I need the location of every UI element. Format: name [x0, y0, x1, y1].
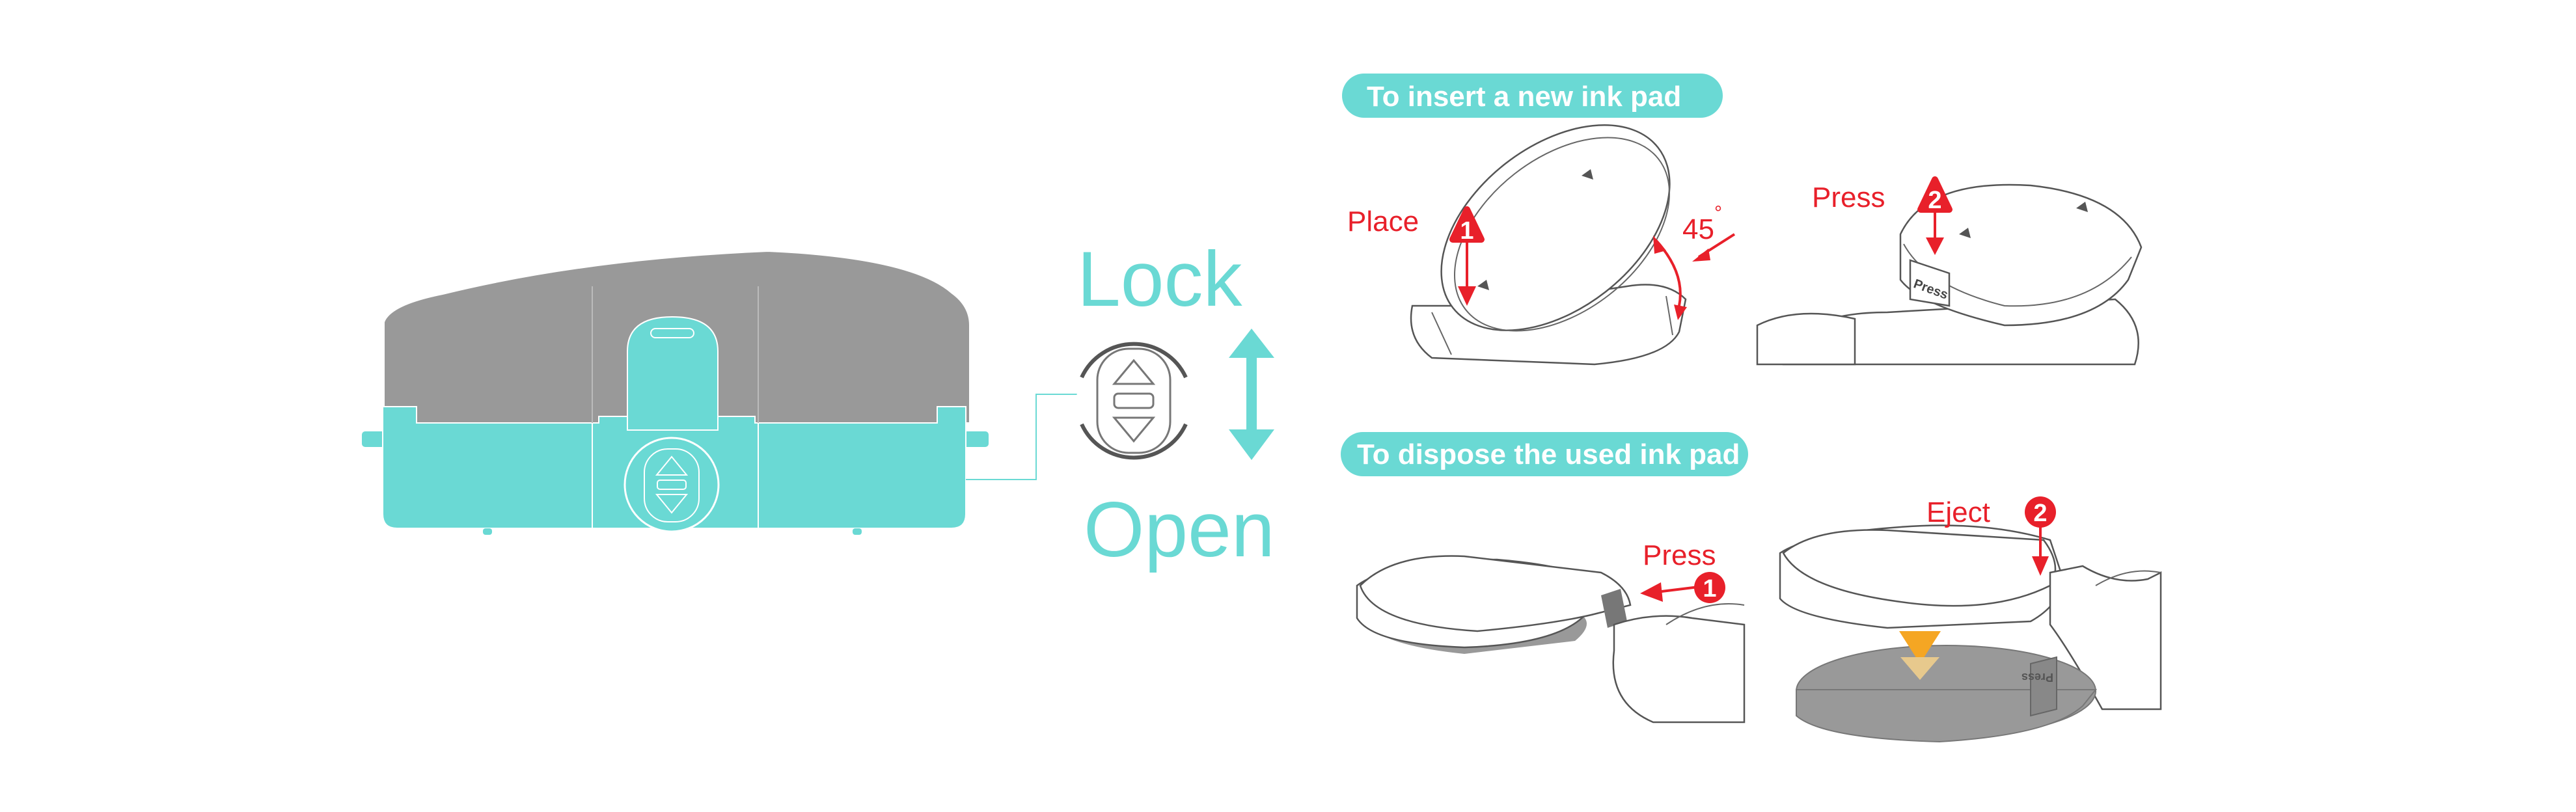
dispose-step2-badge: 2 — [2025, 496, 2056, 528]
insert-step2-illustration: Press — [1756, 183, 2143, 366]
svg-text:1: 1 — [1460, 217, 1473, 245]
dispose-title: To dispose the used ink pad — [1357, 439, 1740, 470]
device-lock-button[interactable] — [623, 437, 720, 533]
eject-arrow-icon — [1899, 631, 1941, 664]
dispose-section: To dispose the used ink pad Press 1 Pres… — [1341, 432, 2162, 743]
lock-label: Lock — [1077, 236, 1242, 323]
open-label: Open — [1084, 486, 1275, 573]
dispose-step1-illustration — [1356, 555, 1746, 724]
ink-pad-tab-press-text: Press — [2021, 671, 2053, 684]
dispose-title-pill — [1341, 432, 1748, 476]
svg-text:2: 2 — [2033, 500, 2047, 527]
step2-badge: 2 — [1917, 176, 1953, 214]
stamp-device — [361, 250, 1077, 535]
lock-guide: Lock Open — [1076, 236, 1275, 573]
insert-title-pill — [1342, 74, 1723, 118]
dispose-step2-illustration: Press — [1779, 524, 2162, 743]
lock-switch-icon — [1076, 342, 1191, 460]
up-down-arrow-icon — [1229, 329, 1274, 460]
press-label-dispose: Press — [1643, 539, 1716, 571]
insert-step1-illustration — [1410, 124, 1687, 366]
svg-text:1: 1 — [1703, 575, 1716, 602]
angle-label: 45° — [1682, 202, 1722, 245]
place-label: Place — [1347, 206, 1419, 237]
insert-title: To insert a new ink pad — [1367, 81, 1681, 113]
insert-section: To insert a new ink pad Place 1 45° Pre — [1342, 74, 2143, 366]
device-center-tab — [627, 316, 719, 431]
connector-line — [966, 394, 1077, 480]
step1-badge: 1 — [1449, 206, 1485, 245]
press-label-insert: Press — [1812, 182, 1885, 213]
svg-text:2: 2 — [1928, 187, 1941, 214]
dispose-step1-badge: 1 — [1694, 572, 1725, 603]
eject-label: Eject — [1926, 496, 1990, 528]
